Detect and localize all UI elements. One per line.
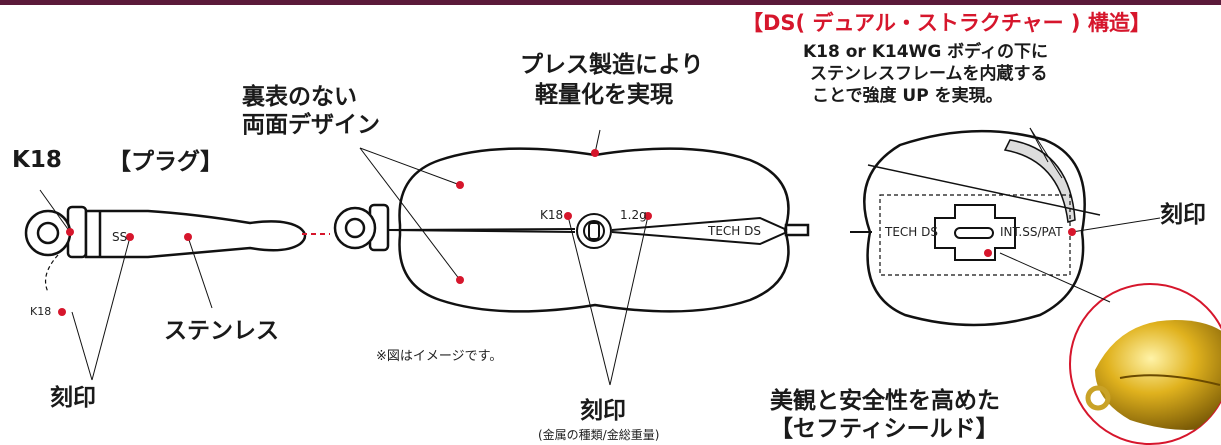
plug-drawing <box>24 205 307 259</box>
int-pat-mark: INT.SS/PAT <box>1000 225 1063 239</box>
weight-mark: 1.2g <box>620 208 647 222</box>
body-center-hole <box>576 213 612 249</box>
safety-line1: 美観と安全性を高めた <box>770 388 1000 414</box>
ds-desc-line3: ことで強度 UP を実現。 <box>812 86 1003 106</box>
ds-title: 【DS( デュアル・ストラクチャー ) 構造】 <box>742 11 1151 35</box>
safety-line2: 【セフティシールド】 <box>770 416 999 442</box>
stainless-label: ステンレス <box>164 318 279 344</box>
marker-dots <box>58 149 1076 316</box>
body-seam <box>387 216 788 246</box>
two-sided-line2: 両面デザイン <box>242 112 380 138</box>
press-label-line1: プレス製造により <box>520 52 704 78</box>
image-note: ※図はイメージです。 <box>376 349 503 364</box>
safety-shield-inset <box>1069 283 1221 445</box>
tech-ds-body: TECH DS <box>708 224 761 238</box>
leader-lines <box>39 127 1161 386</box>
ss-mark: SS <box>112 230 128 244</box>
two-sided-line1: 裏表のない <box>242 84 357 110</box>
tech-ds-section: TECH DS <box>885 225 938 239</box>
k18-label: K18 <box>12 147 62 173</box>
cut-line <box>867 164 1101 216</box>
top-bar <box>0 0 1221 5</box>
engraving-right: 刻印 <box>1160 202 1206 228</box>
ds-desc-line1: K18 or K14WG ボディの下に <box>803 42 1048 62</box>
cross-slot <box>934 204 1016 261</box>
press-label-line2: 軽量化を実現 <box>535 82 673 108</box>
k18-small-mark: K18 <box>30 305 52 318</box>
engraving-left: 刻印 <box>50 385 96 411</box>
ds-desc-line2: ステンレスフレームを内蔵する <box>810 64 1048 84</box>
dashed-frame <box>879 194 1071 276</box>
body-k18-mark: K18 <box>540 208 564 222</box>
engraving-note: (金属の種類/金総重量) <box>538 428 660 442</box>
k18-engrave-dash <box>45 254 59 293</box>
plug-label: 【プラグ】 <box>108 149 223 175</box>
inset-leader <box>999 252 1111 303</box>
engraving-center: 刻印 <box>580 398 626 424</box>
